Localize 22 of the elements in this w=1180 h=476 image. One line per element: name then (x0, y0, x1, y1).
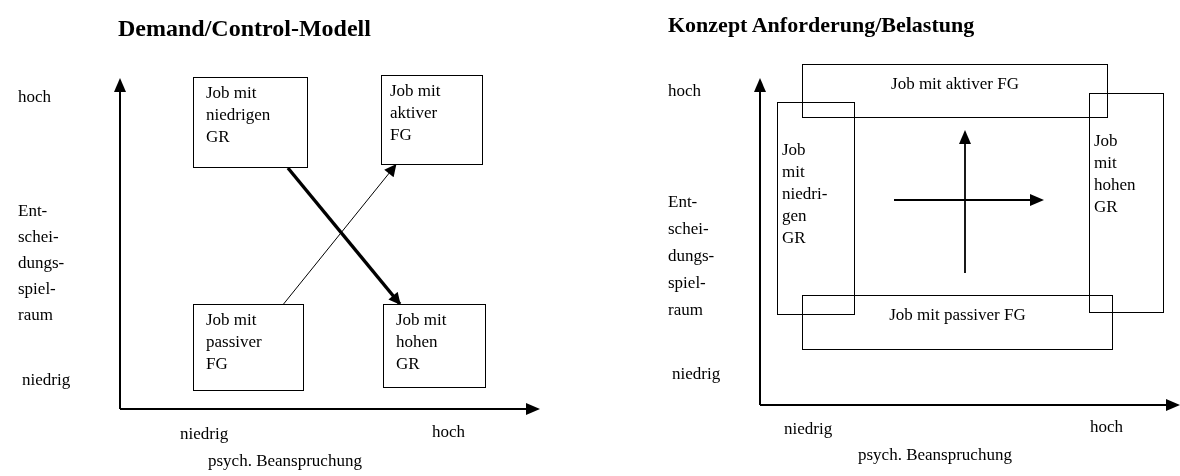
title: Konzept Anforderung/Belastung (668, 11, 976, 39)
axis-label: niedrig (180, 423, 229, 445)
axis-label: psych. Beanspruchung (858, 444, 1012, 466)
axis-label: niedrig (672, 363, 721, 385)
text-box: Job mit aktiver FG (802, 64, 1108, 118)
axis-label: hoch (432, 421, 466, 443)
axis-label: hoch (668, 80, 702, 102)
axis-label: niedrig (22, 369, 71, 391)
axis-label: niedrig (784, 418, 833, 440)
axis-label: hoch (1090, 416, 1124, 438)
text-box: Job mit aktiver FG (381, 75, 483, 165)
text-box: Job mit hohen GR (383, 304, 486, 388)
axis-label: Ent- schei- dungs- spiel- raum (18, 200, 66, 326)
text-box: Job mit passiver FG (802, 295, 1113, 350)
axis-label: Ent- schei- dungs- spiel- raum (668, 191, 716, 321)
text-box: Job mit hohen GR (1089, 93, 1164, 313)
title: Demand/Control-Modell (118, 14, 372, 43)
text-box: Job mit niedri- gen GR (777, 102, 855, 315)
text-box: Job mit niedrigen GR (193, 77, 308, 168)
text-box: Job mit passiver FG (193, 304, 304, 391)
axis-label: hoch (18, 86, 52, 108)
axis-label: psych. Beanspruchung (208, 450, 362, 472)
